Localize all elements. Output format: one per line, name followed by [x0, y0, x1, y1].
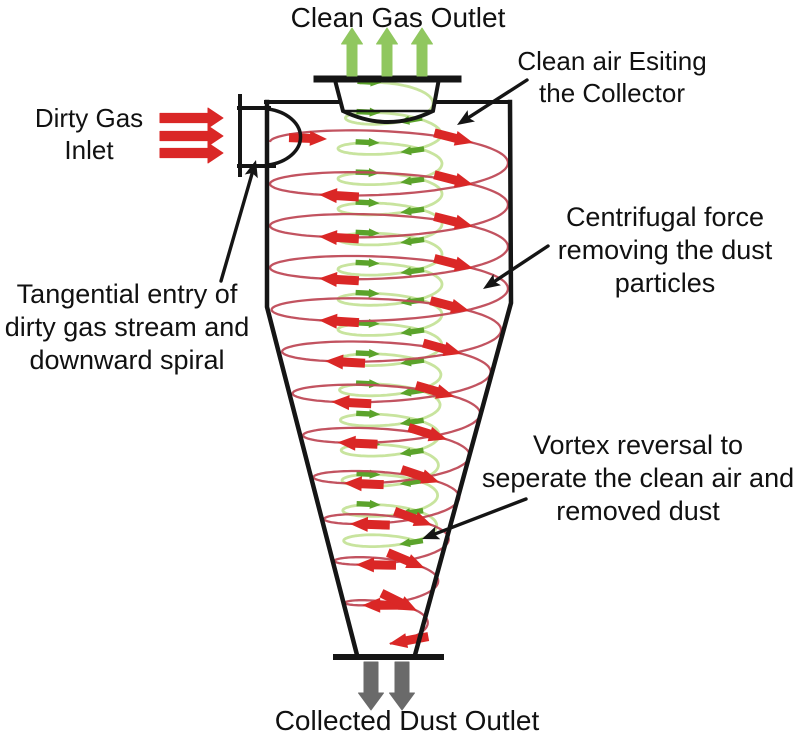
- red-spiral-arrow-icon: [379, 589, 418, 611]
- label-line: the Collector: [539, 77, 685, 108]
- red-spiral-arrow-icon: [349, 516, 390, 532]
- red-spiral-arrow-icon: [393, 507, 433, 526]
- flow-direction-arrows: [159, 27, 433, 711]
- label-dirty-gas-inlet: Dirty Gas Inlet: [35, 103, 143, 166]
- red-spiral-arrow-icon: [319, 313, 360, 329]
- green-spiral-arrow-icon: [400, 146, 425, 156]
- red-spiral-arrow-icon: [407, 423, 447, 442]
- clean-gas-up-arrow-icon: [376, 27, 398, 77]
- green-spiral-arrow-icon: [400, 206, 425, 216]
- clean-air-leader-arrow-head-icon: [457, 110, 475, 125]
- flow-spirals: [268, 77, 510, 648]
- label-line: dirty gas stream and: [4, 311, 250, 342]
- tangential-entry-leader-arrow-head-icon: [244, 160, 258, 179]
- label-line: removing the dust: [557, 234, 773, 265]
- clean-gas-up-arrow-icon: [411, 27, 433, 77]
- vortex-reversal-leader-arrow-line: [433, 497, 528, 536]
- dirty-gas-right-arrow-icon: [159, 107, 224, 129]
- green-spiral-arrow-icon: [355, 349, 380, 359]
- label-line: seperate the clean air and: [481, 462, 795, 493]
- green-spiral-arrow-icon: [399, 417, 425, 427]
- red-spiral-arrow-icon: [318, 188, 360, 204]
- label-vortex-reversal: Vortex reversal to seperate the clean ai…: [482, 429, 794, 528]
- red-spiral-arrow-icon: [337, 435, 378, 451]
- clean-gas-up-arrow-icon: [341, 27, 363, 77]
- label-line: Vortex reversal to: [532, 430, 744, 460]
- red-spiral-arrow-icon: [318, 230, 360, 246]
- green-spiral-arrow-icon: [400, 266, 425, 276]
- clean-air-leader-arrow-line: [467, 78, 529, 120]
- red-spiral-arrow-icon: [400, 465, 440, 484]
- left-wall-and-cone: [264, 99, 360, 658]
- right-wall-and-cone: [412, 99, 514, 658]
- dirty-gas-right-arrow-icon: [159, 142, 224, 164]
- annotation-arrows: [219, 78, 550, 540]
- label-tangential-entry: Tangential entry of dirty gas stream and…: [5, 278, 250, 377]
- dirty-gas-right-arrow-icon: [159, 125, 224, 147]
- red-spiral-arrow-icon: [414, 381, 455, 399]
- vessel-outline: [237, 75, 514, 660]
- green-spiral-arrow-icon: [356, 499, 381, 509]
- vortex-finder-tube: [333, 81, 441, 124]
- label-clean-gas-outlet: Clean Gas Outlet: [291, 1, 506, 35]
- dust-outlet-down-arrow-icon: [389, 661, 415, 711]
- label-line: Centrifugal force: [565, 202, 765, 232]
- green-spiral-arrow-icon: [399, 537, 424, 548]
- dust-outlet-down-arrow-icon: [358, 661, 384, 711]
- red-spiral-arrow-icon: [318, 271, 360, 287]
- vortex-reversal-leader-arrow-head-icon: [422, 526, 441, 540]
- green-spiral-arrow-icon: [400, 236, 425, 246]
- label-line: Dirty Gas: [34, 103, 144, 133]
- green-spiral-arrow-icon: [355, 258, 380, 268]
- label-line: downward spiral: [29, 344, 225, 375]
- red-spiral-arrow-icon: [386, 548, 425, 569]
- label-collected-dust-outlet: Collected Dust Outlet: [275, 704, 540, 738]
- green-spiral-arrow-icon: [355, 228, 380, 238]
- label-line: particles: [614, 267, 716, 298]
- red-spiral-arrow-icon: [343, 476, 384, 492]
- tangential-entry-leader-arrow-line: [219, 171, 254, 283]
- label-line: Collected Dust Outlet: [274, 705, 540, 736]
- green-spiral-arrow-icon: [400, 327, 425, 337]
- green-spiral-arrow-icon: [355, 137, 380, 147]
- label-line: Clean air Esiting: [517, 46, 707, 76]
- red-spiral-arrow-icon: [325, 354, 366, 370]
- green-spiral-arrow-icon: [400, 176, 425, 186]
- green-spiral-arrow-icon: [355, 288, 380, 298]
- label-line: Clean Gas Outlet: [290, 2, 506, 33]
- red-spiral-arrow-icon: [433, 128, 474, 146]
- red-spiral-arrow-icon: [422, 338, 462, 357]
- red-spiral-arrow-icon: [433, 212, 474, 230]
- red-spiral-arrow-icon: [433, 254, 474, 272]
- label-line: Inlet: [64, 134, 114, 165]
- label-line: removed dust: [556, 495, 720, 526]
- red-spiral-arrow-icon: [331, 395, 372, 411]
- green-spiral-arrow-icon: [400, 357, 425, 367]
- red-spiral-arrow-icon: [356, 557, 397, 573]
- red-spiral-arrow-icon: [433, 170, 474, 188]
- green-spiral-arrow-icon: [355, 198, 380, 208]
- label-line: Tangential entry of: [16, 279, 238, 309]
- green-spiral-arrow-icon: [399, 447, 424, 457]
- green-spiral-arrow-icon: [356, 409, 381, 419]
- inlet-tangential-curve: [266, 107, 303, 167]
- centrifugal-force-leader-arrow-line: [492, 244, 550, 283]
- green-spiral-arrow-icon: [399, 477, 424, 487]
- label-clean-air-exiting: Clean air Esiting the Collector: [517, 46, 706, 109]
- red-spiral-arrow-icon: [429, 296, 470, 314]
- centrifugal-force-leader-arrow-head-icon: [483, 273, 501, 289]
- label-centrifugal-force: Centrifugal force removing the dust part…: [558, 201, 773, 300]
